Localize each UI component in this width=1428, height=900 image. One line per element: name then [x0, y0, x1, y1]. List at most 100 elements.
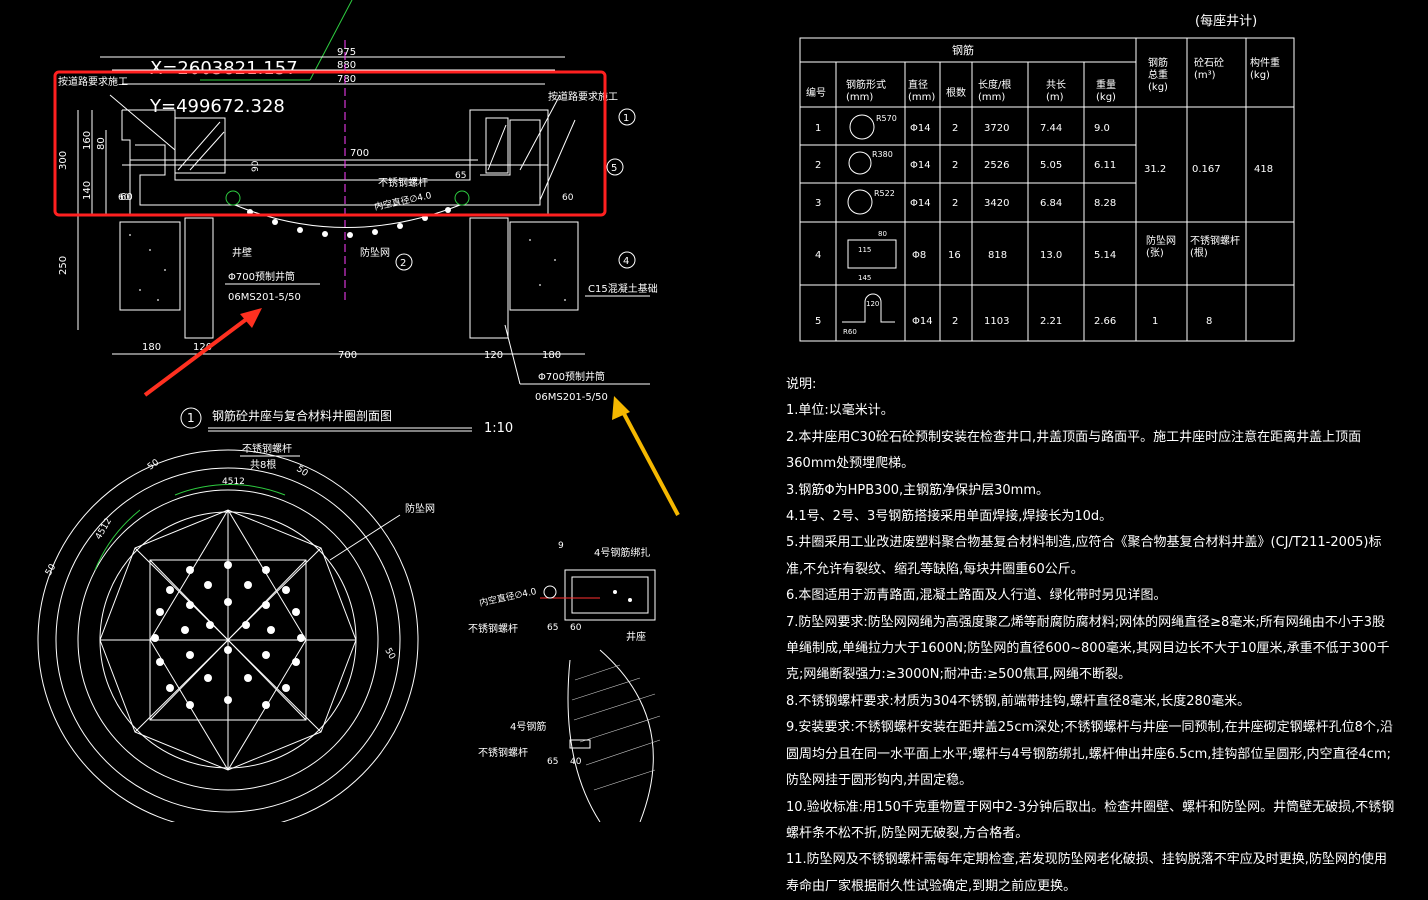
- row1-weight: 9.0: [1094, 123, 1110, 134]
- dim-left-160: 160: [82, 131, 93, 150]
- dim-975: 975: [337, 47, 356, 58]
- dim-700: 700: [350, 148, 369, 159]
- row4-shape-dim-115: 115: [858, 246, 871, 254]
- section-view: X=2603821.157 Y=499672.328 975 880 780 7…: [53, 0, 658, 436]
- yellow-arrow: [612, 396, 680, 516]
- row2-total: 5.05: [1040, 160, 1062, 171]
- label-pipe-right: Φ700预制井筒: [538, 370, 605, 383]
- concrete-base: [119, 217, 579, 339]
- th-weight: 重量(kg): [1096, 78, 1116, 103]
- row2-count: 2: [952, 160, 958, 171]
- merged-concrete: 0.167: [1192, 164, 1221, 175]
- seat-hatching: [174, 117, 509, 174]
- coord-x: X=2603821.157: [150, 58, 298, 79]
- cad-drawing-canvas[interactable]: X=2603821.157 Y=499672.328 975 880 780 7…: [0, 0, 1428, 822]
- dim-small-90: 90: [251, 160, 261, 172]
- dim-small-60b: 60: [562, 193, 574, 203]
- section-title-circle: [180, 407, 202, 429]
- notes-title: 说明:: [786, 377, 817, 392]
- row3-count: 2: [952, 198, 958, 209]
- note-11: 11.防坠网及不锈钢螺杆需每年定期检查,若发现防坠网老化破损、挂钩脱落不牢应及时…: [786, 852, 1387, 894]
- row3-no: 3: [815, 198, 821, 209]
- detail-dim-9: 9: [558, 541, 564, 551]
- dim-left-80: 80: [96, 137, 107, 150]
- plan-label-bolt: 不锈钢螺杆: [242, 442, 292, 455]
- callout-1-text: 1: [623, 113, 629, 124]
- label-road-left: 按道路要求施工: [58, 75, 128, 88]
- callout-2: [395, 253, 413, 271]
- label-well-wall: 井壁: [232, 246, 252, 259]
- row3-dia: Φ14: [910, 198, 931, 209]
- section-title: 钢筋砼井座与复合材料井圈剖面图: [212, 408, 392, 423]
- leader-pipe-right: [504, 324, 521, 385]
- well-seat-outline: [121, 109, 549, 216]
- sub-value-bolt: 8: [1206, 316, 1212, 327]
- plan-label-count: 共8根: [250, 458, 276, 471]
- note-5: 5.井圈采用工业改进废塑料聚合物基复合材料制造,应符合《聚合物基复合材料井盖》(…: [786, 535, 1382, 577]
- plan-net-dots: [151, 561, 305, 709]
- note-4: 4.1号、2号、3号钢筋搭接采用单面焊接,焊接长为10d。: [786, 509, 1113, 525]
- row4-no: 4: [815, 250, 821, 261]
- row1-len: 3720: [984, 123, 1009, 134]
- left-dimension-lines: [77, 110, 107, 330]
- row5-shape-dim-r60: R60: [843, 328, 857, 336]
- dim-small-60: 60: [118, 193, 130, 203]
- callout-5-text: 5: [611, 163, 617, 174]
- table-group-header: 钢筋: [952, 43, 974, 57]
- row1-total: 7.44: [1040, 123, 1062, 134]
- label-std-left: 06MS201-5/50: [228, 292, 301, 303]
- section-scale: 1:10: [484, 421, 513, 436]
- row4-total: 13.0: [1040, 250, 1062, 261]
- merged-member-weight: 418: [1254, 164, 1273, 175]
- sub-header-net: 防坠网(张): [1146, 234, 1176, 259]
- dim-bottom-180a: 180: [142, 342, 161, 353]
- detail-dim-65: 65: [547, 623, 558, 633]
- plan-dim-50b: 50: [294, 464, 309, 479]
- top-dimension-lines: [100, 56, 565, 161]
- callout-4-text: 4: [623, 256, 629, 267]
- dim-bottom-120b: 120: [484, 350, 503, 361]
- note-9: 9.安装要求:不锈钢螺杆安装在距井盖25cm深处;不锈钢螺杆与井座一同预制,在井…: [786, 720, 1394, 789]
- dim-left-250: 250: [58, 256, 69, 275]
- row4-len: 818: [988, 250, 1007, 261]
- dim-880: 880: [337, 60, 356, 71]
- red-arrow: [143, 308, 262, 397]
- row2-shape: R380: [872, 150, 893, 159]
- th-total: 共长(m): [1046, 79, 1066, 103]
- callout-4: [618, 251, 636, 269]
- label-bolt: 不锈钢螺杆: [378, 176, 428, 189]
- bolt-hook-right: [454, 190, 470, 206]
- row2-weight: 6.11: [1094, 160, 1116, 171]
- detail-label-bolt: 不锈钢螺杆: [468, 622, 518, 635]
- label-road-right: 按道路要求施工: [548, 90, 618, 103]
- th-total-weight: 钢筋总重(kg): [1148, 56, 1168, 93]
- row3-shape: R522: [874, 189, 895, 198]
- note-2: 2.本井座用C30砼石砼预制安装在检查井口,井盖顶面与路面平。施工井座时应注意在…: [786, 429, 1362, 472]
- dim-bottom-120a: 120: [193, 342, 212, 353]
- row4-count: 16: [948, 250, 961, 261]
- detail-label-rebar4: 4号钢筋绑扎: [594, 546, 650, 559]
- green-leader-line: [309, 0, 353, 81]
- row5-no: 5: [815, 316, 821, 327]
- row5-total: 2.21: [1040, 316, 1062, 327]
- sub-value-net: 1: [1152, 316, 1158, 327]
- row5-dia: Φ14: [912, 316, 933, 327]
- note-8: 8.不锈钢螺杆要求:材质为304不锈钢,前端带挂钩,螺杆直径8毫米,长度280毫…: [786, 693, 1251, 709]
- row2-no: 2: [815, 160, 821, 171]
- plan-label-net: 防坠网: [405, 502, 435, 515]
- th-concrete: 砼石砼(m³): [1194, 56, 1224, 81]
- row5-shape: 120: [866, 300, 879, 308]
- label-std-right: 06MS201-5/50: [535, 392, 608, 403]
- th-shape: 钢筋形式(mm): [846, 78, 886, 103]
- detail-view: 4号钢筋绑扎 内空直径∅4.0 不锈钢螺杆 井座 9 65 60 4号钢筋 不锈…: [468, 541, 661, 822]
- note-3: 3.钢筋Φ为HPB300,主钢筋净保护层30mm。: [786, 482, 1049, 498]
- row1-shape: R570: [876, 114, 897, 123]
- dim-bottom-180b: 180: [542, 350, 561, 361]
- th-count: 根数: [946, 86, 966, 99]
- note-7: 7.防坠网要求:防坠网网绳为高强度聚乙烯等耐腐防腐材料;网体的网绳直径≥8毫米;…: [786, 614, 1390, 683]
- dim-left-300: 300: [58, 151, 69, 170]
- row2-len: 2526: [984, 160, 1009, 171]
- highlight-box: [53, 70, 607, 217]
- dim-left-60: 60: [120, 192, 133, 203]
- dim-bottom-700: 700: [338, 350, 357, 361]
